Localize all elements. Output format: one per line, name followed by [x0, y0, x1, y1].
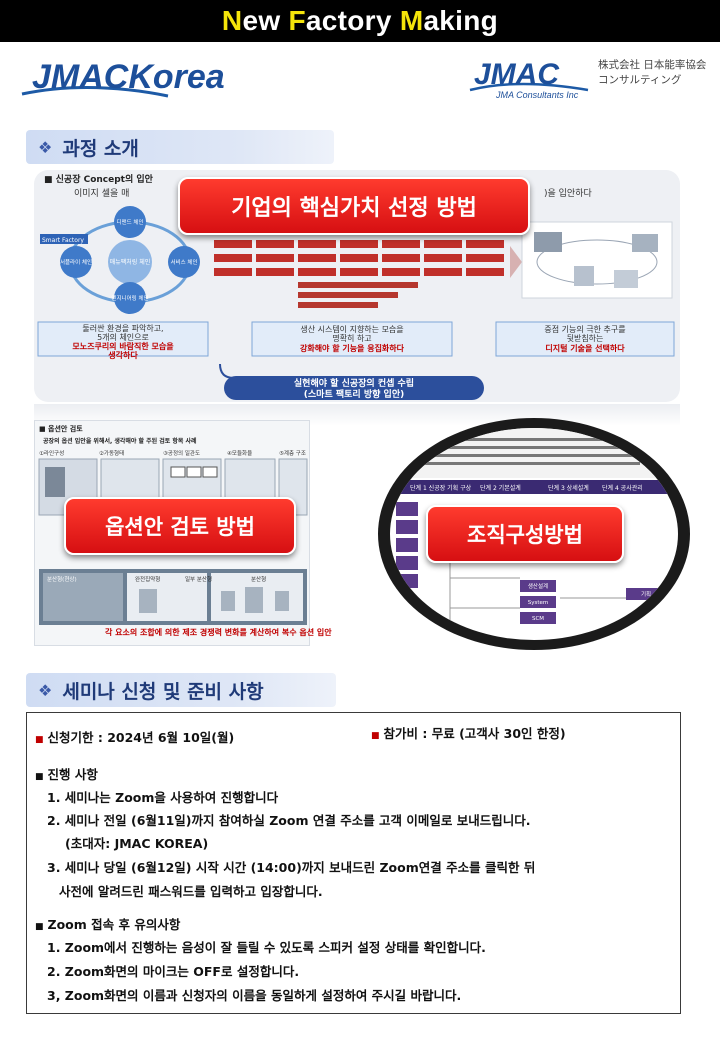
progress-item-2-inviter: (초대자: JMAC KOREA)	[65, 836, 209, 851]
section-seminar-prep-label: 세미나 신청 및 준비 사항	[62, 680, 264, 703]
node-service: 서비스 체인	[170, 258, 197, 266]
progress-title: ■진행 사항	[35, 767, 98, 782]
svg-text:단계 1 신공장 기획 구상: 단계 1 신공장 기획 구상	[410, 484, 472, 492]
svg-text:강화해야 할 기능을 응집화하다: 강화해야 할 기능을 응집화하다	[300, 343, 405, 353]
svg-text:SCM: SCM	[532, 616, 544, 622]
svg-text:단계 3 상세설계: 단계 3 상세설계	[548, 484, 589, 492]
zoom-note-1: 1. Zoom에서 진행하는 음성이 잘 들릴 수 있도록 스피커 설정 상태를…	[47, 940, 486, 955]
svg-text:뒷받침하는: 뒷받침하는	[567, 333, 604, 343]
svg-text:모노즈쿠리의 바람직한 모습을: 모노즈쿠리의 바람직한 모습을	[72, 341, 174, 351]
concept-panel-title: ■ 신공장 Concept의 입안	[44, 173, 154, 185]
svg-text:5개의 체인으로: 5개의 체인으로	[97, 332, 149, 342]
org-structure-method-button[interactable]: 조직구성방법	[426, 505, 624, 563]
zoom-notes-title: ■Zoom 접속 후 유의사항	[35, 917, 181, 932]
progress-item-1: 1. 세미나는 Zoom을 사용하여 진행합니다	[47, 790, 279, 805]
node-engineering: 엔지니어링 체인	[111, 294, 148, 302]
option-review-method-button[interactable]: 옵션안 검토 방법	[64, 497, 296, 555]
section-seminar-prep: ❖ 세미나 신청 및 준비 사항	[26, 673, 336, 707]
svg-text:중점 기능의 극한 추구를: 중점 기능의 극한 추구를	[544, 324, 625, 334]
svg-text:생각하다: 생각하다	[108, 350, 138, 360]
jmac-logo-text: JMAC	[474, 58, 560, 91]
svg-text:명확히 하고: 명확히 하고	[332, 333, 371, 343]
svg-text:분산형(현상): 분산형(현상)	[47, 575, 77, 583]
zoom-note-2: 2. Zoom화면의 마이크는 OFF로 설정합니다.	[47, 964, 300, 979]
header-title: New Factory Making	[221, 5, 499, 36]
seminar-info-box: ■신청기한 : 2024년 6월 10일(월) ■참가비 : 무료 (고객사 3…	[26, 712, 681, 1014]
jmac-logo-sub: JMA Consultants Inc	[495, 90, 579, 100]
core-value-method-button[interactable]: 기업의 핵심가치 선정 방법	[178, 177, 530, 235]
svg-text:기획: 기획	[641, 590, 651, 598]
node-supply: 서플라이 체인	[60, 258, 92, 266]
concept-panel-sub-right: )을 입안하다	[544, 187, 592, 199]
svg-text:일부 분산형: 일부 분산형	[185, 575, 212, 583]
diamond-bullet-icon: ❖	[38, 680, 53, 700]
svg-text:②가동형태: ②가동형태	[99, 449, 124, 457]
section-course-intro-label: 과정 소개	[62, 137, 139, 160]
header-bar: New Factory Making	[0, 0, 720, 42]
progress-item-3-cont: 사전에 알려드린 패스워드를 입력하고 입장합니다.	[59, 884, 323, 899]
svg-text:완전집약형: 완전집약형	[135, 575, 160, 583]
svg-text:①라인구성: ①라인구성	[39, 449, 64, 457]
svg-text:System: System	[528, 600, 549, 606]
svg-text:분산형: 분산형	[251, 575, 266, 583]
jmac-japanese-name: 株式会社 日本能率協会 コンサルティング	[598, 59, 707, 86]
jmac-korea-logo-text: JMACKorea	[32, 58, 225, 96]
smart-factory-label: Smart Factory	[42, 237, 84, 244]
jmac-logo: JMAC JMA Consultants Inc 株式会社 日本能率協会 コンサ…	[468, 54, 718, 102]
option-panel-title: ■ 옵션안 검토	[39, 424, 83, 433]
svg-text:디지털 기술을 선택하다: 디지털 기술을 선택하다	[545, 343, 625, 353]
fee-row: ■참가비 : 무료 (고객사 30인 한정)	[371, 726, 566, 741]
function-grid	[214, 240, 504, 276]
org-structure-chart: 단계 1 신공장 기획 구상 단계 2 기본설계 단계 3 상세설계 단계 4 …	[390, 428, 678, 640]
zoom-note-3: 3, Zoom화면의 이름과 신청자의 이름을 동일하게 설정하여 주시길 바랍…	[47, 988, 462, 1003]
center-node: 매뉴팩처링 체인	[110, 258, 151, 266]
progress-item-3: 3. 세미나 당일 (6월12일) 시작 시간 (14:00)까지 보내드린 Z…	[47, 860, 536, 875]
option-panel-caption: 각 요소의 조합에 의한 제조 경쟁력 변화를 계산하여 복수 옵션 입안	[105, 628, 332, 637]
svg-text:생산설계: 생산설계	[528, 582, 548, 590]
svg-text:생산 시스템이 지향하는 모습을: 생산 시스템이 지향하는 모습을	[300, 324, 403, 334]
concept-panel-sub-left: 이미지 셀을 매	[74, 188, 129, 199]
concept-banner-line1: 실현해야 할 신공장의 컨셉 수립	[294, 377, 414, 389]
progress-item-2: 2. 세미나 전일 (6월11일)까지 참여하실 Zoom 연결 주소를 고객 …	[47, 813, 531, 828]
svg-text:④모듈화율: ④모듈화율	[227, 450, 252, 457]
deadline-row: ■신청기한 : 2024년 6월 10일(월)	[35, 730, 235, 745]
svg-text:③공정의 일관도: ③공정의 일관도	[163, 449, 200, 457]
svg-text:단계 2 기본설계: 단계 2 기본설계	[480, 484, 521, 492]
jmac-korea-logo: JMACKorea	[18, 50, 278, 106]
node-demand: 디맨드 체인	[116, 218, 143, 226]
svg-text:단계 4 공사관리: 단계 4 공사관리	[602, 484, 643, 492]
svg-text:둘러싼 환경을 파악하고,: 둘러싼 환경을 파악하고,	[82, 323, 163, 333]
section-course-intro: ❖ 과정 소개	[26, 130, 334, 164]
option-panel-subtitle: 공장의 옵션 입안을 위해서, 생각해야 할 주된 검토 항목 사례	[43, 437, 197, 445]
diamond-bullet-icon: ❖	[38, 137, 53, 157]
concept-banner-line2: (스마트 팩토리 방향 입안)	[304, 388, 404, 400]
svg-text:⑤계층 구조: ⑤계층 구조	[279, 449, 306, 457]
